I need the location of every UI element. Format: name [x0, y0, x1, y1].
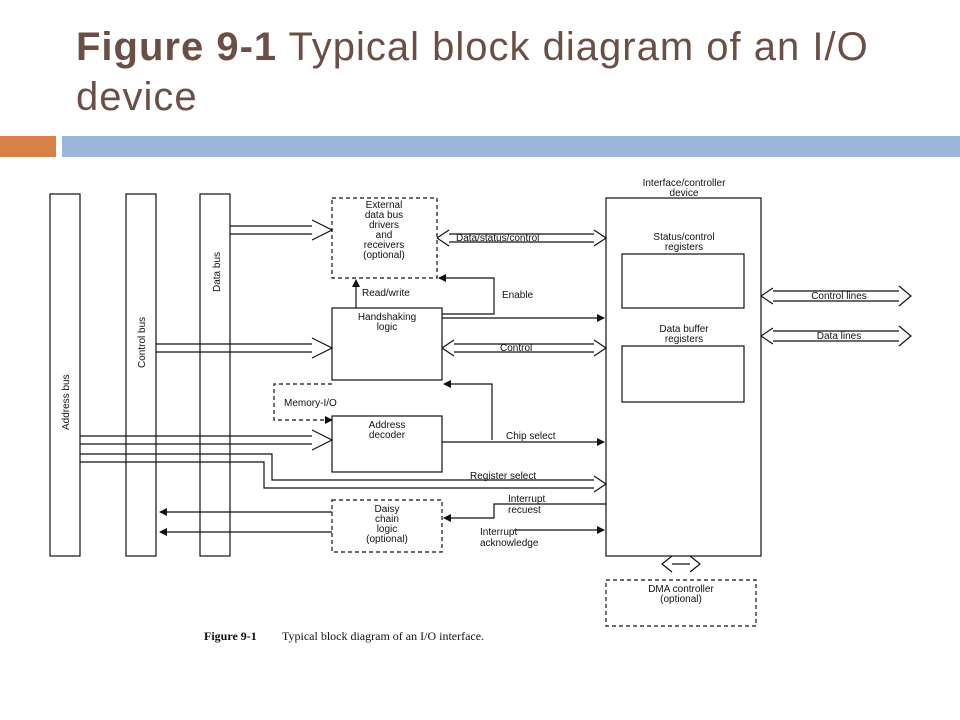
- data-lines-label: Data lines: [817, 331, 861, 342]
- control-bus-label: Control bus: [137, 317, 148, 368]
- memory-io-path: [273, 383, 333, 424]
- block-diagram: Address bus Control bus Data bus Externa…: [49, 178, 912, 643]
- interrupt-ack-label-2: acknowledge: [480, 538, 539, 549]
- caption-bold: Figure 9-1: [204, 629, 257, 643]
- daisy-label-1: Daisy: [374, 504, 399, 515]
- register-select-label: Register select: [470, 471, 536, 482]
- interrupt-request-arrow: [443, 503, 606, 522]
- data-reg-label-2: registers: [665, 334, 703, 345]
- decoder-label-2: decoder: [369, 430, 406, 441]
- handshaking-label-1: Handshaking: [358, 312, 416, 323]
- handshaking-block: [331, 307, 443, 381]
- daisy-chain-block: [331, 499, 443, 553]
- accent-bar-blue: [62, 136, 960, 157]
- interrupt-request-label-2: recuest: [508, 505, 541, 516]
- dma-link-arrow: [661, 555, 701, 573]
- address-bus-rect: [49, 193, 81, 557]
- interface-device-block: [605, 197, 762, 557]
- drivers-interface-arrow: [436, 229, 608, 247]
- data-registers-block: [621, 345, 745, 403]
- interrupt-request-label-1: Interrupt: [508, 494, 545, 505]
- control-lines-arrow: [760, 285, 912, 307]
- drivers-label-5: receivers: [364, 240, 405, 251]
- register-select-arrow: [80, 453, 608, 493]
- data-lines-arrow: [760, 325, 912, 347]
- drivers-label-1: External: [366, 200, 403, 211]
- slide-title-rest: Typical block diagram of an I/O device: [76, 25, 869, 119]
- slide-title-bold: Figure 9-1: [76, 25, 278, 69]
- accent-bar-orange: [0, 136, 56, 157]
- status-registers-block: [621, 253, 745, 309]
- drivers-label-2: data bus: [365, 210, 403, 221]
- interrupt-ack-label-1: Interrupt: [480, 527, 517, 538]
- control-lines-label: Control lines: [811, 291, 867, 302]
- control-bidir-arrow: [441, 339, 608, 357]
- databus-to-drivers-arrow: [230, 219, 334, 241]
- drivers-label-4: and: [376, 230, 393, 241]
- chip-feedback-arrow: [443, 380, 493, 440]
- drivers-label-6: (optional): [363, 250, 405, 261]
- data-bus-rect: [199, 193, 231, 557]
- daisy-label-3: logic: [377, 524, 398, 535]
- addressbus-to-decoder-arrow: [80, 429, 334, 451]
- slide-title: Figure 9-1 Typical block diagram of an I…: [76, 22, 936, 122]
- data-bus-label: Data bus: [212, 252, 223, 292]
- drivers-label-3: drivers: [369, 220, 399, 231]
- daisy-label-2: chain: [375, 514, 399, 525]
- dma-label-2: (optional): [660, 594, 702, 605]
- dma-label-1: DMA controller: [648, 584, 714, 595]
- address-bus-label: Address bus: [61, 374, 72, 430]
- chip-select-label: Chip select: [506, 431, 556, 442]
- control-label: Control: [500, 343, 532, 354]
- external-drivers-block: [331, 197, 438, 279]
- status-reg-label-2: registers: [665, 242, 703, 253]
- data-reg-label-1: Data buffer: [659, 324, 709, 335]
- enable-label: Enable: [502, 290, 534, 301]
- decoder-label-1: Address: [369, 420, 406, 431]
- status-reg-label-1: Status/control: [653, 232, 714, 243]
- daisy-label-4: (optional): [366, 534, 408, 545]
- interface-label-2: device: [670, 188, 699, 199]
- interface-label-1: Interface/controller: [643, 178, 726, 189]
- control-bus-rect: [125, 193, 157, 557]
- handshaking-label-2: logic: [377, 322, 398, 333]
- data-status-control-label: Data/status/control: [456, 233, 539, 244]
- enable-arrow: [438, 274, 495, 315]
- block-diagram-figure: Address bus Control bus Data bus Externa…: [44, 168, 916, 650]
- controlbus-to-handshake-arrow: [156, 337, 334, 359]
- memory-io-label: Memory-I/O: [284, 398, 337, 409]
- read-write-label: Read/write: [362, 288, 410, 299]
- caption-text: Typical block diagram of an I/O interfac…: [282, 629, 484, 643]
- address-decoder-block: [331, 415, 443, 473]
